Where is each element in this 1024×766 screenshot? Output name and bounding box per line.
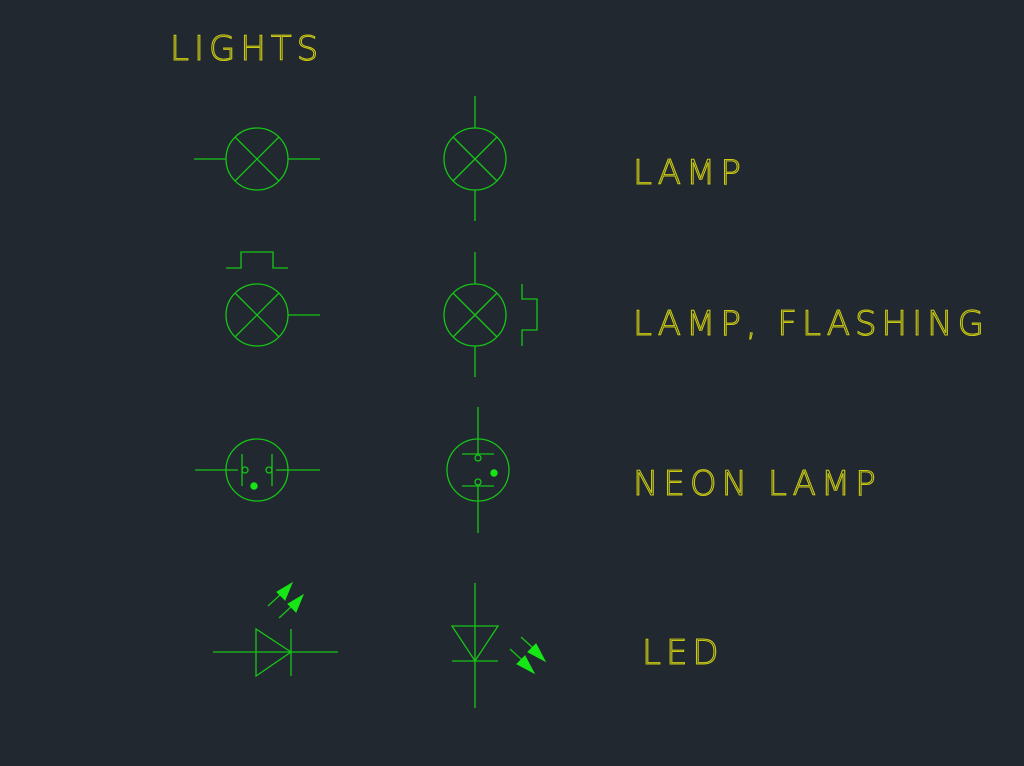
neon-lamp-horizontal-symbol [195,438,320,502]
label-lamp: LAMP [633,153,746,193]
drawing-title: LIGHTS [170,29,323,69]
label-neon-lamp: NEON LAMP [633,464,881,504]
lamp-horizontal-symbol [194,127,320,191]
label-led: LED [642,633,724,673]
flashing-lamp-vertical-symbol [443,252,538,377]
led-horizontal-symbol [213,581,338,678]
neon-lamp-vertical-symbol [446,407,510,533]
lamp-vertical-symbol [443,96,507,221]
label-lamp-flashing: LAMP, FLASHING [633,304,989,344]
flashing-lamp-horizontal-symbol [225,251,320,347]
led-vertical-symbol [450,583,547,708]
